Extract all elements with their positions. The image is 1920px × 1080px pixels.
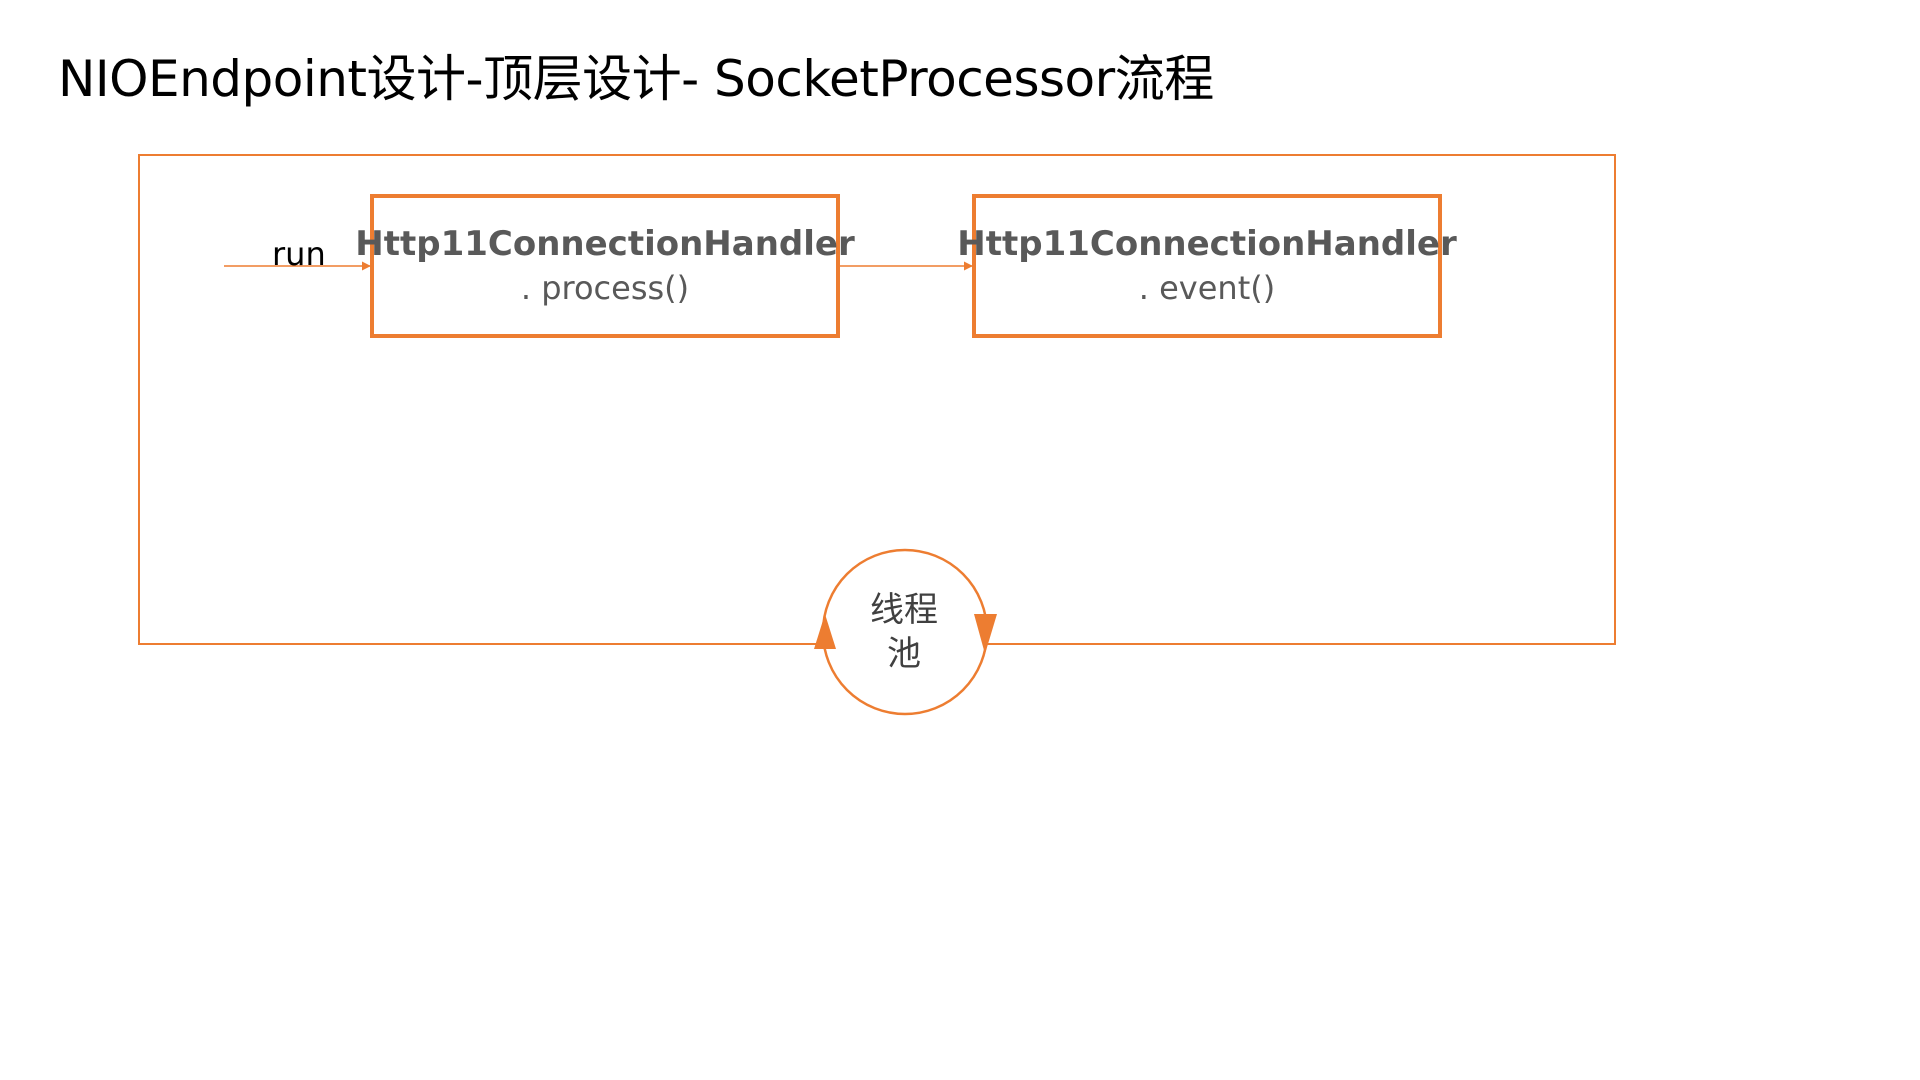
thread-pool-label-line2: 池	[887, 634, 921, 674]
event-method-label: . event()	[1138, 269, 1276, 307]
thread-pool-label: 线程 池	[852, 588, 956, 676]
event-handler-box: Http11ConnectionHandler . event()	[957, 194, 1457, 338]
loop-frame	[138, 154, 1616, 645]
process-method-label: . process()	[520, 269, 690, 307]
page-title: NIOEndpoint设计-顶层设计- SocketProcessor流程	[58, 50, 1214, 108]
cycle-arrowhead-down-icon	[974, 614, 997, 654]
run-label: run	[272, 235, 326, 273]
process-handler-name: Http11ConnectionHandler	[355, 224, 855, 264]
event-handler-name: Http11ConnectionHandler	[957, 224, 1457, 264]
thread-pool-label-line1: 线程	[870, 590, 938, 630]
process-handler-box: Http11ConnectionHandler . process()	[355, 194, 855, 338]
cycle-arrowhead-up-icon	[814, 614, 836, 649]
